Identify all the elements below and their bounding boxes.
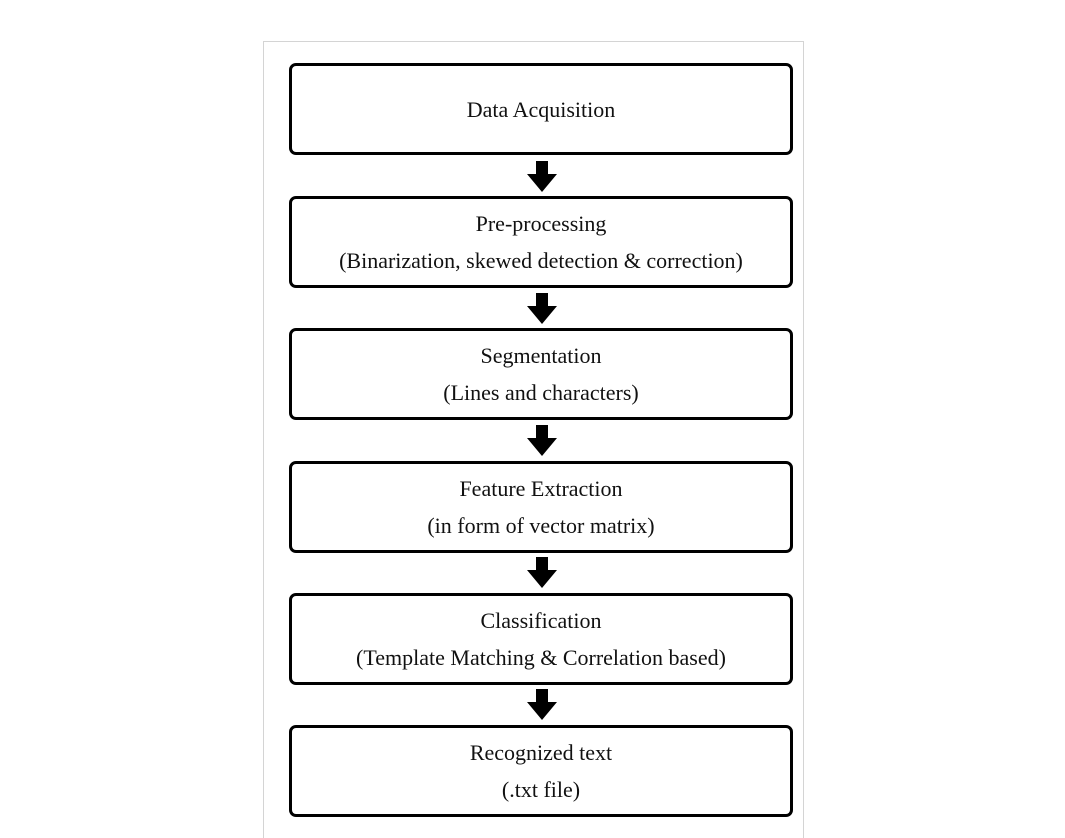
step-title: Pre-processing	[475, 211, 607, 236]
step-pre-processing: Pre-processing (Binarization, skewed det…	[289, 196, 793, 288]
step-recognized-text: Recognized text (.txt file)	[289, 725, 793, 817]
step-detail: (in form of vector matrix)	[427, 513, 655, 538]
step-feature-extraction: Feature Extraction (in form of vector ma…	[289, 461, 793, 553]
down-arrow-icon	[527, 293, 557, 324]
step-classification: Classification (Template Matching & Corr…	[289, 593, 793, 685]
step-detail: (Lines and characters)	[443, 380, 639, 405]
step-detail: (Template Matching & Correlation based)	[356, 645, 726, 670]
step-detail: (Binarization, skewed detection & correc…	[339, 248, 743, 273]
step-segmentation: Segmentation (Lines and characters)	[289, 328, 793, 420]
down-arrow-icon	[527, 425, 557, 456]
down-arrow-icon	[527, 689, 557, 720]
step-detail: (.txt file)	[501, 777, 581, 802]
down-arrow-icon	[527, 557, 557, 588]
step-title: Segmentation	[480, 343, 602, 368]
step-data-acquisition: Data Acquisition	[289, 63, 793, 155]
step-title: Data Acquisition	[466, 96, 616, 122]
step-title: Classification	[480, 608, 602, 633]
step-title: Recognized text	[469, 740, 613, 765]
step-title: Feature Extraction	[459, 476, 623, 501]
down-arrow-icon	[527, 161, 557, 192]
